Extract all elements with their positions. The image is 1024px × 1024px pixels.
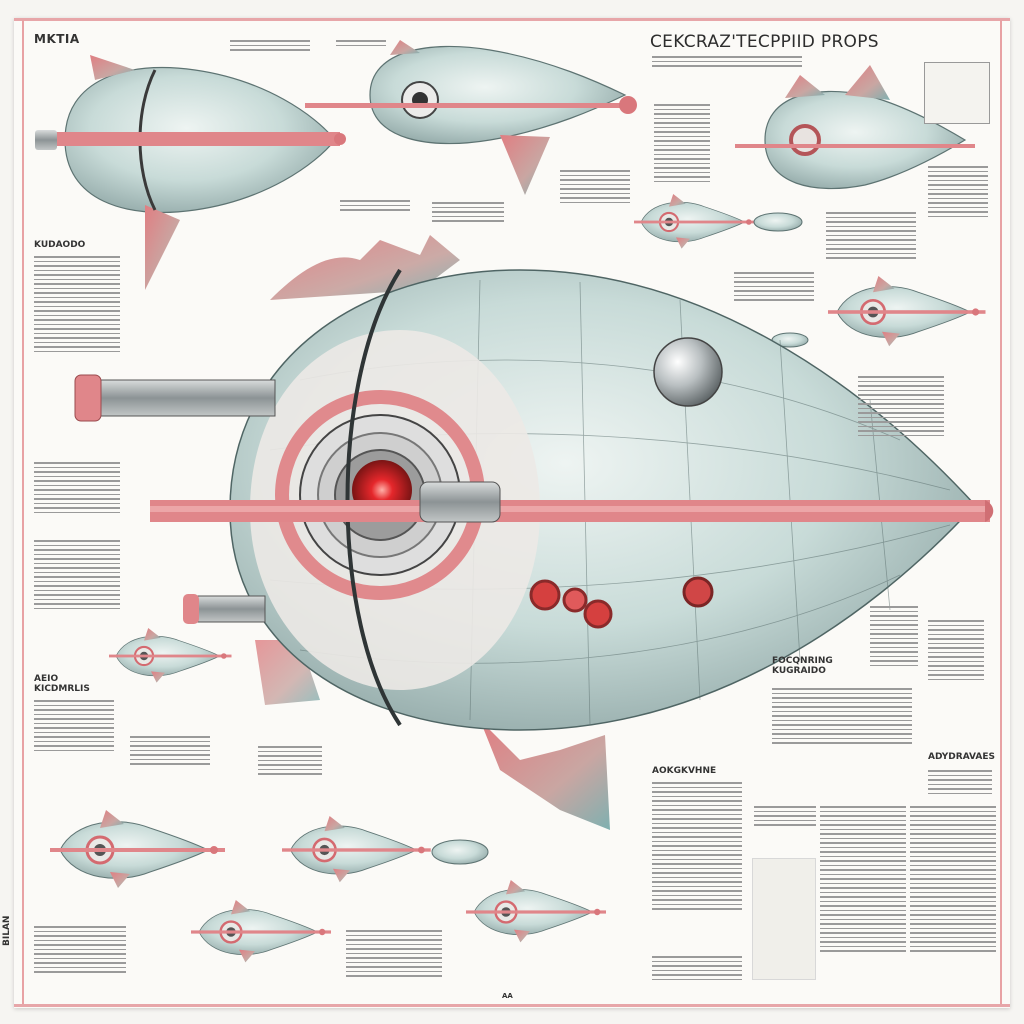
fine-print-block bbox=[432, 202, 504, 222]
section-heading-center-lower: AOKGKVHNE bbox=[652, 766, 717, 776]
vertical-side-label: BILAN bbox=[2, 915, 12, 946]
fine-print-block bbox=[34, 700, 114, 751]
map-inset-icon bbox=[924, 62, 990, 124]
fine-print-block bbox=[826, 212, 916, 259]
fine-print-block bbox=[34, 256, 120, 352]
fine-print-block bbox=[820, 806, 906, 952]
fine-print-block bbox=[34, 462, 120, 513]
fine-print-block bbox=[928, 770, 992, 794]
corner-label: MKTIA bbox=[34, 32, 80, 46]
fine-print-block bbox=[652, 956, 742, 980]
fine-print-block bbox=[34, 540, 120, 609]
reference-thumbnail bbox=[752, 858, 816, 980]
fine-print-block bbox=[754, 806, 816, 826]
section-heading-right-lower: ADYDRAVAES bbox=[928, 752, 996, 762]
fine-print-block bbox=[340, 200, 410, 211]
fine-print-block bbox=[858, 376, 944, 436]
poster-title: CEKCRAZ'TECPPIID PROPS bbox=[650, 32, 879, 52]
fine-print-block bbox=[336, 40, 386, 46]
section-heading-left-mid: AEIO KICDMRLIS bbox=[34, 674, 90, 694]
fine-print-block bbox=[928, 166, 988, 217]
fine-print-block bbox=[130, 736, 210, 765]
section-heading-right-mid: FOCQNRING KUGRAIDO bbox=[772, 656, 833, 676]
frame-right-stripe bbox=[1000, 20, 1002, 1004]
fine-print-block bbox=[346, 930, 442, 977]
fine-print-block bbox=[258, 746, 322, 775]
fine-print-block bbox=[870, 606, 918, 666]
frame-bottom-stripe bbox=[14, 1004, 1010, 1007]
fine-print-block bbox=[560, 170, 630, 203]
fine-print-block bbox=[652, 782, 742, 910]
fine-print-block bbox=[928, 620, 984, 680]
fine-print-block bbox=[652, 56, 802, 67]
fine-print-block bbox=[654, 104, 710, 182]
fine-print-block bbox=[734, 272, 814, 301]
fine-print-block bbox=[772, 688, 912, 744]
section-heading-left-top: KUDAODO bbox=[34, 240, 86, 250]
fine-print-block bbox=[230, 40, 310, 51]
frame-top-stripe bbox=[14, 18, 1010, 21]
fine-print-block bbox=[34, 926, 126, 973]
page-number: AA bbox=[502, 992, 513, 1000]
fine-print-block bbox=[910, 806, 996, 952]
frame-left-stripe bbox=[22, 20, 24, 1004]
